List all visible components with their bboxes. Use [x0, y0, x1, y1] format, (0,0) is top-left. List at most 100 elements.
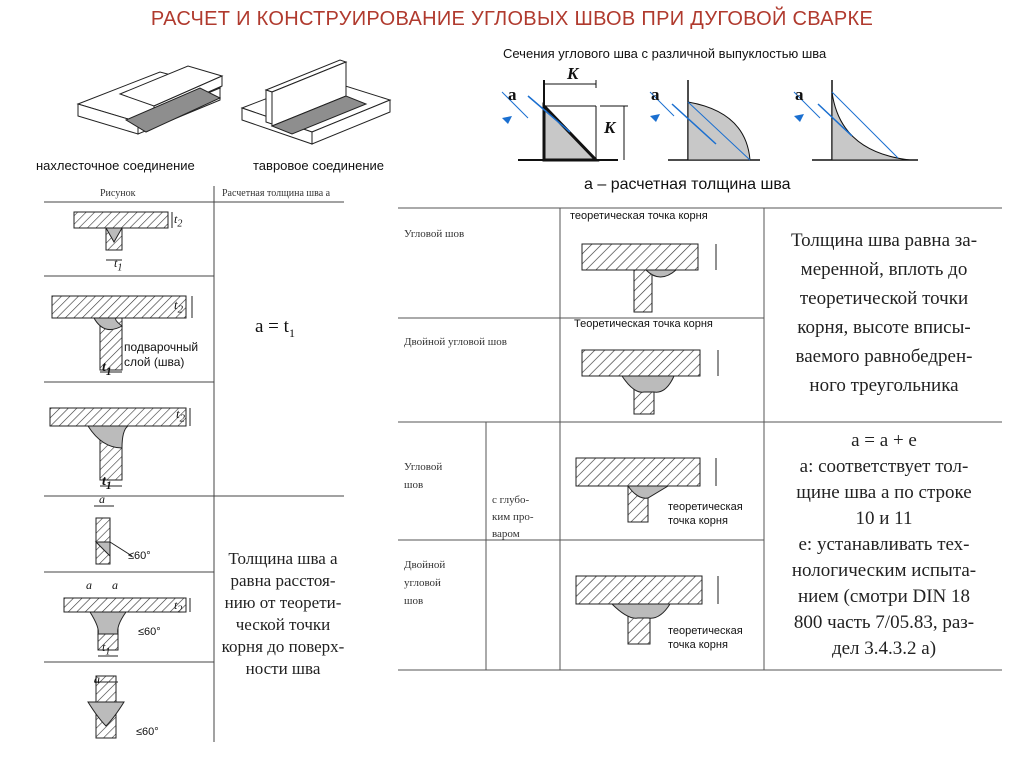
- t1-text-1: t: [114, 256, 118, 270]
- desc1-line-2: меренной, вплоть до: [800, 259, 968, 280]
- desc-line-6: ности шва: [245, 659, 321, 678]
- row1-label: Угловой шов: [404, 228, 465, 240]
- left-fig-1: [73, 211, 173, 261]
- right-table-grid: [398, 207, 1002, 671]
- t2-label-2: t2: [174, 297, 183, 316]
- t2-sub-2: 2: [177, 303, 184, 316]
- left-header-thickness: Расчетная толщина шва a: [222, 188, 331, 199]
- row4-label-line-1: Двойной: [404, 559, 446, 571]
- t2-text-3: t: [176, 406, 180, 421]
- root-point-label-1: теоретическая точка корня: [570, 210, 708, 222]
- row4-label-line-2: угловой: [404, 577, 441, 589]
- t1-label-1: t1: [114, 256, 122, 273]
- t1-label-5: t1: [102, 640, 110, 657]
- left-thickness-description: Толщина шва a равна расстоя- нию от теор…: [214, 548, 352, 680]
- root-point-3-line-2: точка корня: [668, 515, 728, 527]
- desc2-line-8: 800 часть 7/05.83, раз-: [793, 612, 975, 633]
- calc-thickness-caption: a – расчетная толщина шва: [584, 176, 791, 193]
- section-concave: [793, 80, 918, 161]
- row3-label: Угловой шов: [404, 458, 442, 494]
- section1-k-top-label: K: [567, 64, 579, 83]
- sections-caption: Сечения углового шва с различной выпукло…: [503, 46, 827, 61]
- a-label-4: a: [99, 492, 105, 506]
- t1-text-2: t: [102, 360, 106, 375]
- right-desc-2: a = a + e a: соответствует тол- щине шва…: [766, 428, 1002, 662]
- desc1-line-3: теоретической точки: [799, 288, 969, 309]
- t2-sub-5: 2: [177, 604, 183, 616]
- angle-label-5: ≤60°: [138, 626, 161, 638]
- t1-label-3: t1: [102, 474, 112, 492]
- a-label-6: a: [94, 672, 100, 686]
- t1-sub-3: 1: [105, 478, 112, 492]
- deep-pen-line-3: варом: [492, 528, 520, 540]
- formula-sub: 1: [288, 325, 295, 340]
- right-desc-1: Толщина шва равна за- меренной, вплоть д…: [768, 226, 1000, 400]
- desc2-line-2: a: соответствует тол-: [799, 456, 969, 477]
- left-table-grid: [44, 186, 344, 742]
- row3-label-line-1: Угловой: [404, 461, 443, 473]
- left-fig-5: [63, 597, 191, 657]
- page-title: РАСЧЕТ И КОНСТРУИРОВАНИЕ УГЛОВЫХ ШВОВ ПР…: [150, 8, 874, 30]
- t2-label-1: t2: [174, 212, 182, 229]
- joint-illustrations: [76, 59, 392, 145]
- t1-label-2: t1: [102, 360, 112, 378]
- desc2-line-4: 10 и 11: [855, 508, 913, 529]
- desc1-line-6: ного треугольника: [809, 375, 959, 396]
- root-point-label-2: Теоретическая точка корня: [574, 318, 713, 330]
- t1-sub-2: 1: [105, 364, 112, 378]
- section-convex: [649, 80, 760, 161]
- right-fig-1: [581, 243, 717, 313]
- section1-a-label: a: [508, 85, 517, 104]
- row4-label: Двойной угловой шов: [404, 556, 445, 610]
- formula-text: a = t: [255, 316, 289, 337]
- tee-joint-drawing: [240, 59, 392, 145]
- root-point-label-4: теоретическая точка корня: [668, 624, 743, 652]
- desc2-line-6: нологическим испыта-: [791, 560, 977, 581]
- fillet-sections: [501, 80, 918, 162]
- desc2-line-3: щине шва a по строке: [796, 482, 972, 503]
- desc1-line-1: Толщина шва равна за-: [790, 230, 978, 251]
- angle-label-6: ≤60°: [136, 726, 159, 738]
- a-label-5a: a: [86, 578, 92, 592]
- left-fig-2: [51, 295, 193, 373]
- left-fig-4: [94, 505, 133, 565]
- t1-text-3: t: [102, 474, 106, 489]
- root-point-3-line-1: теоретическая: [668, 501, 743, 513]
- row4-label-line-3: шов: [404, 595, 424, 607]
- deep-pen-line-2: ким про-: [492, 511, 534, 523]
- a-label-5b: a: [112, 578, 118, 592]
- t2-label-3: t2: [176, 406, 185, 425]
- section2-a-label: a: [651, 85, 660, 104]
- root-point-4-line-1: теоретическая: [668, 625, 743, 637]
- t1-text-5: t: [102, 640, 106, 654]
- deep-pen-line-1: с глубо-: [492, 494, 530, 506]
- lap-joint-label: нахлесточное соединение: [36, 158, 195, 173]
- desc-line-1: Толщина шва a: [228, 549, 338, 568]
- tee-joint-label: тавровое соединение: [253, 158, 384, 173]
- desc2-line-1: a = a + e: [851, 430, 917, 451]
- left-fig-6: [87, 675, 125, 739]
- backing-layer-label: подварочный слой (шва): [124, 340, 199, 369]
- desc-line-2: равна расстоя-: [230, 571, 336, 590]
- root-point-4-line-2: точка корня: [668, 639, 728, 651]
- t2-sub-1: 2: [177, 218, 183, 230]
- desc-line-4: ческой точки: [235, 615, 331, 634]
- left-fig-3: [49, 407, 191, 487]
- row2-label: Двойной угловой шов: [404, 336, 507, 348]
- row3-label-line-2: шов: [404, 479, 424, 491]
- t2-text-1: t: [174, 212, 178, 226]
- t1-sub-5: 1: [105, 646, 111, 658]
- desc2-line-5: e: устанавливать тех-: [798, 534, 970, 555]
- desc1-line-5: ваемого равнобедрен-: [795, 346, 973, 367]
- angle-label-4: ≤60°: [128, 550, 151, 562]
- t2-text-5: t: [174, 598, 178, 612]
- desc2-line-7: нием (смотри DIN 18: [797, 586, 971, 607]
- section3-a-label: a: [795, 85, 804, 104]
- left-header-picture: Рисунок: [100, 188, 136, 199]
- deep-penetration-label: с глубо- ким про- варом: [492, 492, 534, 543]
- desc2-line-9: дел 3.4.3.2 a): [831, 638, 937, 659]
- desc-line-5: корня до поверх-: [221, 637, 345, 656]
- right-fig-2: [581, 349, 719, 415]
- t2-text-2: t: [174, 297, 178, 312]
- section1-k-side-label: K: [604, 118, 616, 137]
